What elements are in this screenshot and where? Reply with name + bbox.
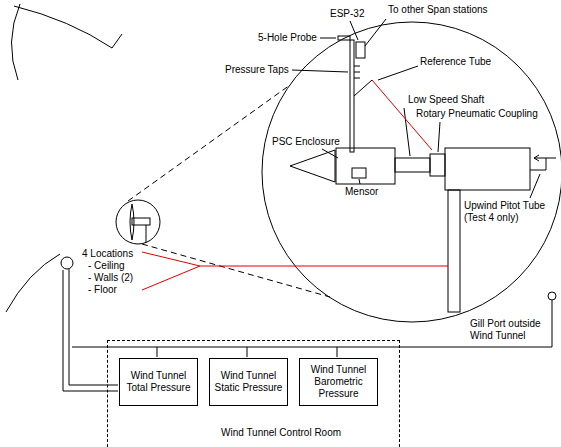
location-item: - Floor xyxy=(88,284,117,296)
component-label: Reference Tube xyxy=(420,56,491,68)
pressure-box: Wind Tunnel Total Pressure xyxy=(119,358,198,406)
rotary-coupling xyxy=(430,154,445,176)
mensor xyxy=(352,168,366,178)
pressure-taps xyxy=(354,66,360,78)
turbine-tower xyxy=(146,225,147,243)
component-label: ESP-32 xyxy=(330,8,364,20)
component-label: Low Speed Shaft xyxy=(408,94,484,106)
component-label: Upwind Pitot Tube (Test 4 only) xyxy=(464,200,552,224)
component-label: PSC Enclosure xyxy=(272,136,340,148)
component-label: 5-Hole Probe xyxy=(258,32,317,44)
leader-lines xyxy=(292,19,540,198)
tunnel-wall xyxy=(6,254,60,312)
pitot-support xyxy=(530,158,546,170)
reference-tube xyxy=(354,80,372,96)
node-text: Wind Tunnel Static Pressure xyxy=(213,370,284,394)
detail-view-circle xyxy=(262,22,561,322)
pressure-box: Wind Tunnel Barometric Pressure xyxy=(299,358,378,406)
node-text: Wind Tunnel Control Room xyxy=(221,427,341,439)
location-item: - Ceiling xyxy=(88,260,125,272)
node-text: Wind Tunnel Barometric Pressure xyxy=(303,364,374,400)
low-speed-shaft xyxy=(395,158,430,172)
blade xyxy=(350,40,354,152)
gill-port xyxy=(548,292,556,300)
turbine-nacelle xyxy=(132,218,150,225)
psc-enclosure xyxy=(336,148,395,184)
tunnel-wall xyxy=(14,6,122,48)
esp-module xyxy=(356,42,365,58)
component-label: Rotary Pneumatic Coupling xyxy=(416,108,538,120)
component-label: Gill Port outside Wind Tunnel xyxy=(470,318,546,342)
nacelle-body xyxy=(445,148,530,190)
note-label: To other Span stations xyxy=(388,4,488,16)
pressure-box: Wind Tunnel Static Pressure xyxy=(209,358,288,406)
tunnel-wall xyxy=(11,4,20,80)
five-hole-probe xyxy=(338,36,350,40)
control-room-region: Wind Tunnel Control Room Wind Tunnel Tota… xyxy=(107,340,400,447)
wall-port xyxy=(61,257,73,269)
node-text: Wind Tunnel Total Pressure xyxy=(123,370,194,394)
component-label: Pressure Taps xyxy=(225,64,289,76)
hub-cone xyxy=(290,150,335,182)
component-label: Mensor xyxy=(345,186,378,198)
tower xyxy=(448,190,460,312)
detail-circle xyxy=(116,200,160,244)
magnifier-line xyxy=(142,244,330,297)
location-label: 4 Locations xyxy=(82,248,133,260)
pressure-tubes xyxy=(142,80,448,290)
location-item: - Walls (2) xyxy=(88,272,133,284)
magnifier-line xyxy=(128,85,290,201)
pitot-tube xyxy=(534,155,556,161)
